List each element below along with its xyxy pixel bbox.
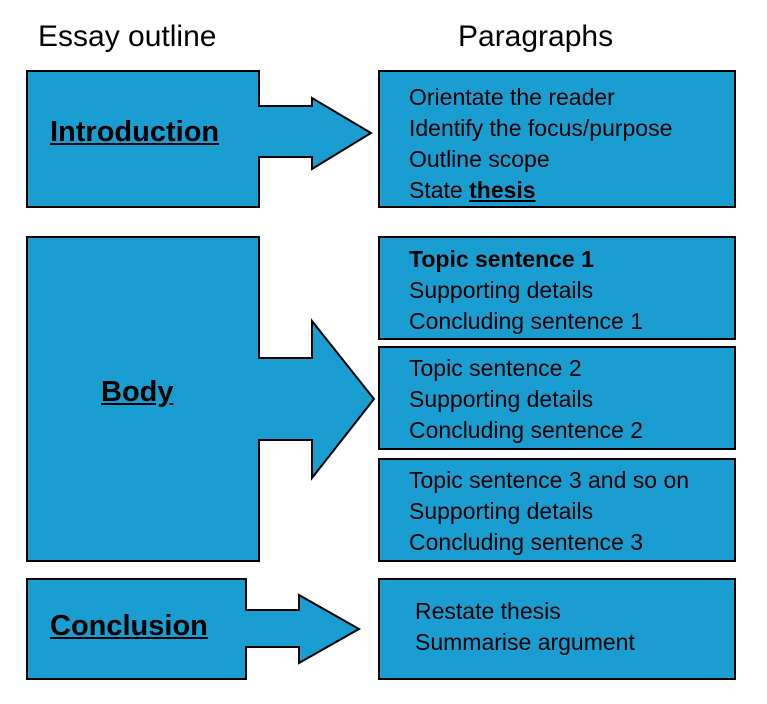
conclusion-label: Conclusion <box>50 610 208 642</box>
body-paragraph-3-text: Topic sentence 3 and so on Supporting de… <box>409 465 689 558</box>
topic-sentence-1: Topic sentence 1 <box>409 246 594 272</box>
supporting-details-3: Supporting details <box>409 498 594 524</box>
essay-outline-heading: Essay outline <box>38 20 217 53</box>
body-paragraph-2-text: Topic sentence 2 Supporting details Conc… <box>409 353 643 446</box>
concluding-sentence-1: Concluding sentence 1 <box>409 308 643 334</box>
supporting-details-1: Supporting details <box>409 277 594 303</box>
supporting-details-2: Supporting details <box>409 386 594 412</box>
conclusion-line-summarise: Summarise argument <box>415 629 635 655</box>
introduction-paragraph-box <box>378 70 736 208</box>
body-arrow-box <box>26 236 376 562</box>
topic-sentence-2: Topic sentence 2 <box>409 355 582 381</box>
introduction-label: Introduction <box>50 116 220 148</box>
introduction-arrow-box <box>26 70 373 208</box>
thesis-prefix: State <box>409 177 470 203</box>
conclusion-paragraph-box <box>378 578 736 680</box>
paragraphs-heading: Paragraphs <box>458 20 614 53</box>
body-label: Body <box>101 376 174 408</box>
conclusion-line-restate: Restate thesis <box>415 598 561 624</box>
conclusion-arrow-box <box>26 578 362 680</box>
intro-line-focus: Identify the focus/purpose <box>409 115 673 141</box>
concluding-sentence-2: Concluding sentence 2 <box>409 417 643 443</box>
body-paragraph-box-1 <box>378 236 736 340</box>
intro-line-orientate: Orientate the reader <box>409 84 615 110</box>
topic-sentence-3: Topic sentence 3 and so on <box>409 467 690 493</box>
introduction-paragraph-text: Orientate the reader Identify the focus/… <box>409 82 672 206</box>
concluding-sentence-3: Concluding sentence 3 <box>409 529 643 555</box>
conclusion-paragraph-text: Restate thesis Summarise argument <box>415 596 635 658</box>
intro-line-scope: Outline scope <box>409 146 550 172</box>
intro-line-thesis: State thesis <box>409 175 672 206</box>
thesis-word: thesis <box>469 177 536 203</box>
body-paragraph-box-3 <box>378 458 736 562</box>
body-paragraph-box-2 <box>378 346 736 450</box>
body-paragraph-1-text: Topic sentence 1 Supporting details Conc… <box>409 244 643 337</box>
